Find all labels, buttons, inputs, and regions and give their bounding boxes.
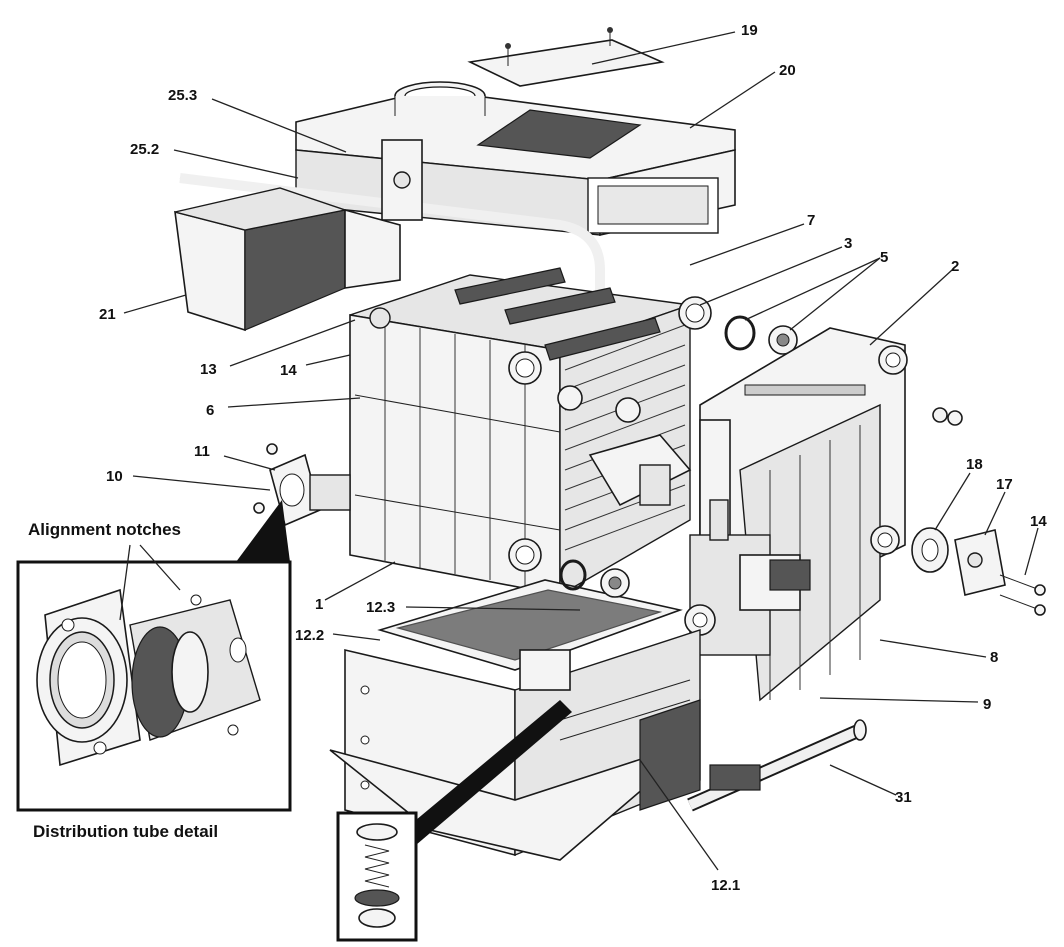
o-ring-3: [724, 315, 756, 351]
label-10: 10: [106, 468, 123, 485]
leader-lines: [123, 31, 1039, 871]
label-7: 7: [807, 212, 815, 229]
part-labels: 19 20 25.3 25.2 21 7 3 5 2 13 14 6 11 10…: [99, 22, 1047, 894]
label-14-right: 14: [1030, 513, 1047, 530]
plug-5: [768, 325, 798, 355]
label-9: 9: [983, 696, 991, 713]
inset-spring-detail: [336, 700, 572, 942]
caption-alignment-notches: Alignment notches: [28, 520, 181, 539]
distribution-tube-flange: [253, 443, 351, 527]
label-12-1: 12.1: [711, 877, 740, 894]
manifold-31: [687, 719, 867, 812]
label-1: 1: [315, 596, 323, 613]
caption-distribution-tube-detail: Distribution tube detail: [33, 822, 218, 841]
label-13: 13: [200, 361, 217, 378]
label-21: 21: [99, 306, 116, 323]
gasket-18: [911, 527, 949, 573]
label-18: 18: [966, 456, 983, 473]
label-8: 8: [990, 649, 998, 666]
pilot-bracket: [588, 434, 692, 507]
draft-hood-20: [295, 81, 736, 236]
heat-exchanger-block: [349, 267, 712, 597]
cover-plate-19: [467, 27, 665, 87]
pipe-25-2: [179, 139, 605, 320]
label-6: 6: [206, 402, 214, 419]
label-20: 20: [779, 62, 796, 79]
label-3: 3: [844, 235, 852, 252]
bottom-oring: [559, 559, 630, 598]
label-12-2: 12.2: [295, 627, 324, 644]
label-19: 19: [741, 22, 758, 39]
label-11: 11: [194, 443, 210, 460]
label-2: 2: [951, 258, 959, 275]
label-17: 17: [996, 476, 1013, 493]
label-31: 31: [895, 789, 912, 806]
inset-distribution-detail: [16, 500, 292, 812]
label-14-left: 14: [280, 362, 297, 379]
bolts-14-right: [999, 574, 1046, 616]
label-25-3: 25.3: [168, 87, 197, 104]
flange-17: [954, 529, 1006, 596]
label-25-2: 25.2: [130, 141, 159, 158]
label-5: 5: [880, 249, 888, 266]
baffle-21: [174, 187, 401, 332]
base-tray: [329, 579, 701, 861]
gas-valve-assembly: [684, 419, 811, 656]
label-12-3: 12.3: [366, 599, 395, 616]
